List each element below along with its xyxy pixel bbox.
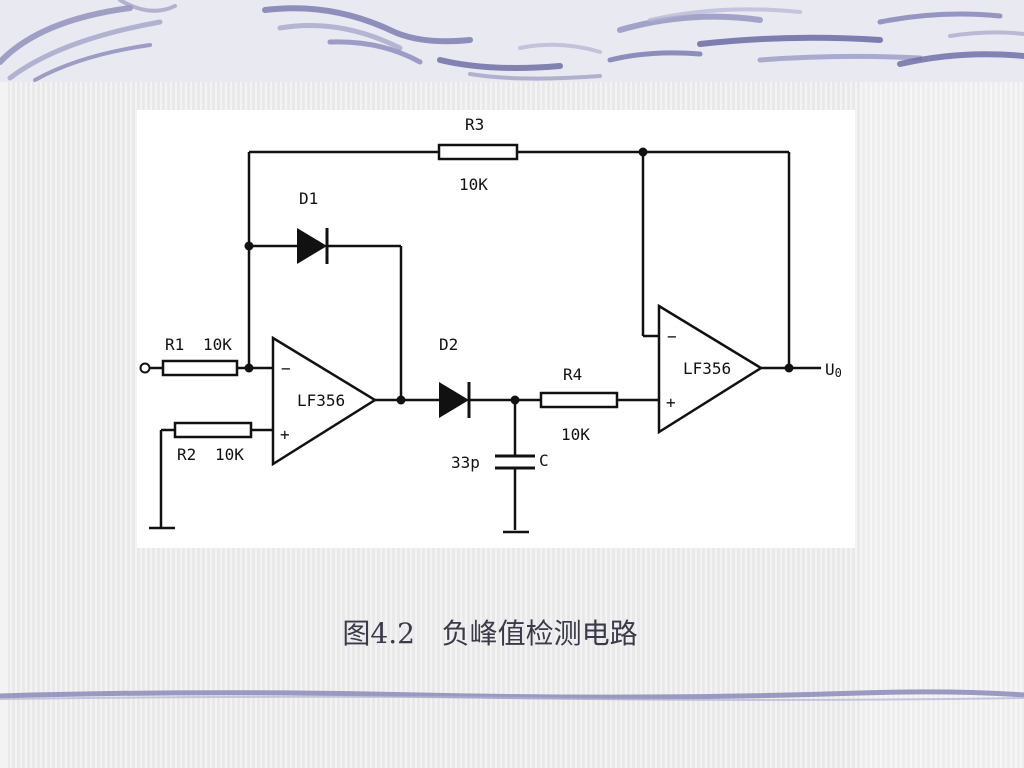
resistor-r2	[173, 421, 253, 439]
right-margin-strip	[860, 82, 1024, 768]
r1-value: 10K	[203, 335, 232, 354]
negative-peak-detector-circuit: R1 10K R2 10K R3 10K R4 10K D1 D2 33p C …	[139, 115, 842, 534]
opamp-1	[271, 335, 378, 467]
input-terminal	[139, 362, 151, 374]
brush-stroke-decoration	[0, 0, 1024, 82]
figure-caption: 图4.2 负峰值检测电路	[0, 612, 980, 652]
figure-number: 图4.2	[342, 617, 415, 650]
figure-title: 负峰值检测电路	[441, 617, 638, 650]
opamp-2-label: LF356	[683, 359, 731, 378]
opamp-2-plus: +	[666, 393, 676, 412]
output-subscript: 0	[835, 366, 842, 380]
diode-d2	[439, 382, 471, 418]
decorative-header-band	[0, 0, 1024, 82]
r3-value: 10K	[459, 175, 488, 194]
left-margin-strip	[0, 82, 8, 768]
opamp-2	[657, 303, 764, 435]
opamp-1-plus: +	[280, 425, 290, 444]
r4-label: R4	[563, 365, 582, 384]
capacitor-label: C	[539, 451, 549, 470]
decorative-bottom-line	[0, 686, 1024, 706]
wires	[149, 150, 821, 534]
diode-d1	[297, 228, 329, 264]
opamp-1-label: LF356	[297, 391, 345, 410]
r2-label: R2	[177, 445, 196, 464]
r2-value: 10K	[215, 445, 244, 464]
resistor-r3	[437, 143, 519, 161]
d2-label: D2	[439, 335, 458, 354]
r3-label: R3	[465, 115, 484, 134]
r1-label: R1	[165, 335, 184, 354]
output-label: U0	[825, 360, 842, 380]
opamp-1-minus: −	[281, 359, 291, 378]
opamp-2-minus: −	[667, 327, 677, 346]
junction-dots	[244, 147, 794, 405]
d1-label: D1	[299, 189, 318, 208]
resistor-r4	[539, 391, 619, 409]
resistor-r1	[161, 359, 239, 377]
circuit-diagram-panel: R1 10K R2 10K R3 10K R4 10K D1 D2 33p C …	[137, 110, 855, 548]
capacitor-c	[495, 454, 535, 470]
r4-value: 10K	[561, 425, 590, 444]
capacitor-value: 33p	[451, 453, 480, 472]
